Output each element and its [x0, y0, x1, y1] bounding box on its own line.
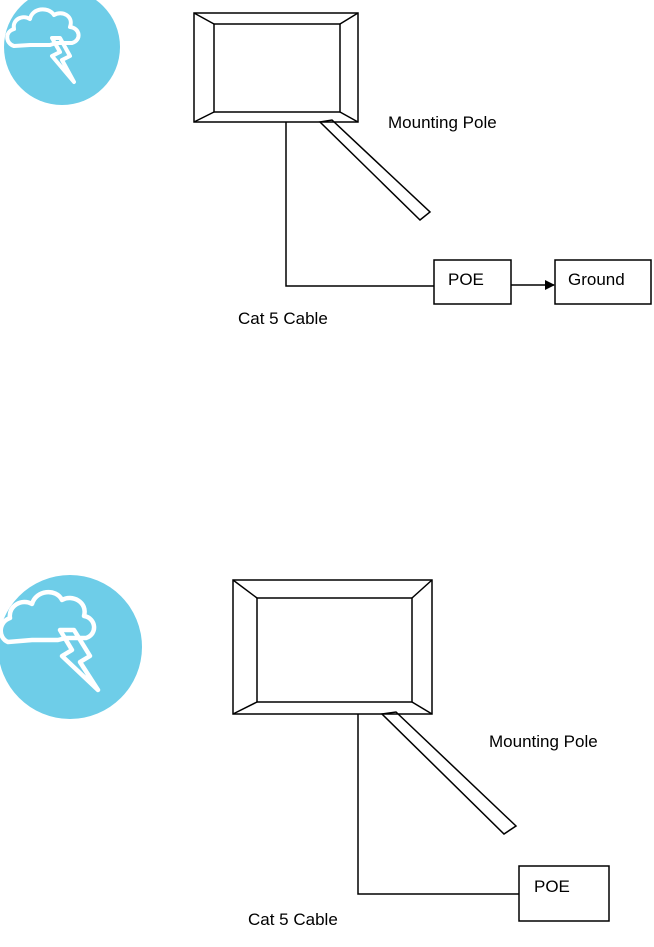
diagram-1: POE Ground Mounting Pole Cat 5 Cable: [4, 0, 651, 328]
lightning-cloud-icon: [4, 0, 120, 105]
lightning-cloud-icon: [0, 575, 142, 719]
poe-label: POE: [534, 877, 570, 896]
cable-label: Cat 5 Cable: [248, 910, 338, 929]
antenna-panel: [194, 13, 358, 122]
poe-label: POE: [448, 270, 484, 289]
mounting-pole: [320, 120, 430, 220]
mounting-pole-label: Mounting Pole: [388, 113, 497, 132]
antenna-panel: [233, 580, 432, 714]
mounting-pole-label: Mounting Pole: [489, 732, 598, 751]
diagram-2: POE Mounting Pole Cat 5 Cable: [0, 575, 609, 929]
ground-label: Ground: [568, 270, 625, 289]
mounting-pole: [382, 712, 516, 834]
cable-label: Cat 5 Cable: [238, 309, 328, 328]
